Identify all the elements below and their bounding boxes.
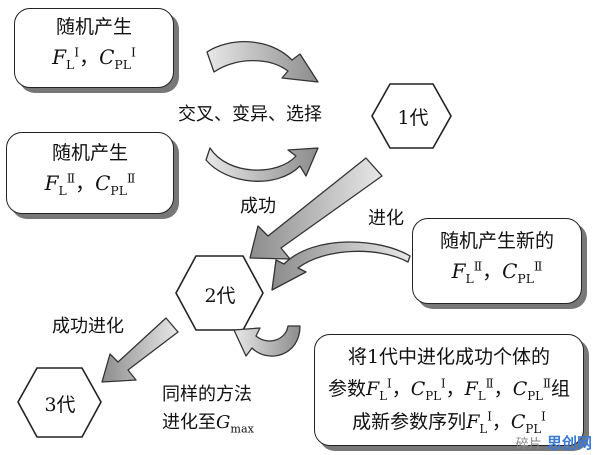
success-evolve-label: 成功进化 — [52, 316, 124, 337]
random-new-box: 随机产生新的 FLⅡ，CPLⅡ — [412, 218, 582, 304]
gen2-label: 2代 — [204, 285, 236, 307]
crossover-label: 交叉、变异、选择 — [178, 104, 322, 125]
curved-arrow-right-box — [271, 241, 411, 291]
box3-params: FLⅡ，CPLⅡ — [451, 258, 543, 287]
combine-params-box: 将1代中进化成功个体的 参数FLⅠ，CPLⅠ，FLⅡ，CPLⅡ组 成新参数序列F… — [314, 334, 584, 446]
box2-params: FLⅡ，CPLⅡ — [44, 170, 136, 199]
curved-arrow-top — [206, 41, 319, 83]
straight-arrow-gen1-to-gen2 — [249, 157, 383, 260]
same-method-label-2: 进化至Gmax — [162, 412, 254, 436]
box4-line2: 参数FLⅠ，CPLⅠ，FLⅡ，CPLⅡ组 — [328, 376, 570, 404]
box1-line1: 随机产生 — [55, 16, 132, 38]
same-method-label-1: 同样的方法 — [162, 384, 252, 405]
curved-arrow-middle — [205, 147, 319, 182]
box4-line1: 将1代中进化成功个体的 — [347, 346, 551, 368]
evolve-label: 进化 — [368, 208, 404, 229]
hexagon-gen3 — [17, 367, 102, 438]
random-init-box-1: 随机产生 FLⅠ，CPLⅠ — [14, 8, 174, 88]
box4-line3: 成新参数序列FLⅠ，CPLⅠ — [352, 409, 546, 436]
box2-line1: 随机产生 — [51, 142, 128, 164]
box1-params: FLⅠ，CPLⅠ — [52, 44, 136, 73]
random-init-box-2: 随机产生 FLⅡ，CPLⅡ — [6, 132, 174, 214]
watermark: 碎片 思创网 — [515, 434, 592, 452]
box3-line1: 随机产生新的 — [439, 230, 554, 252]
gen3-label: 3代 — [44, 394, 76, 416]
straight-arrow-gen2-to-gen3 — [101, 317, 179, 383]
hexagon-gen2 — [175, 255, 264, 331]
gen1-label: 1代 — [397, 107, 429, 129]
curved-arrow-bottom-box — [233, 325, 301, 357]
success-label: 成功 — [240, 196, 276, 217]
hexagon-gen1 — [371, 83, 452, 149]
